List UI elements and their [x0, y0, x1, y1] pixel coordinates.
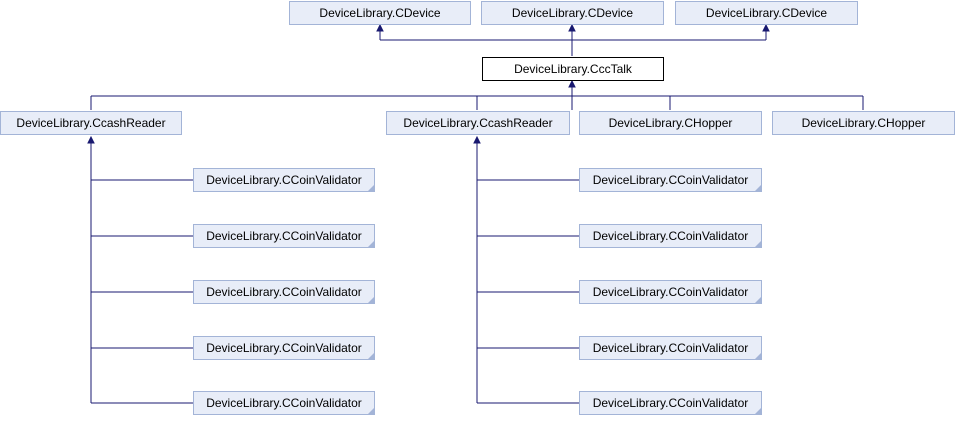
class-node-label: DeviceLibrary.CHopper [608, 116, 733, 130]
arrowhead-ccashreader-2 [473, 135, 481, 144]
class-node-ccashreader[interactable]: DeviceLibrary.CcashReader [0, 111, 182, 135]
class-node-ccoinvalidator[interactable]: DeviceLibrary.CCoinValidator [579, 336, 762, 360]
folded-corner-icon [368, 408, 374, 414]
folded-corner-icon [755, 408, 761, 414]
folded-corner-icon [368, 353, 374, 359]
class-node-label: DeviceLibrary.CcashReader [16, 116, 166, 130]
arrowhead-cdevice-3 [762, 23, 770, 32]
class-node-label: DeviceLibrary.CCoinValidator [206, 285, 362, 299]
class-node-ccoinvalidator[interactable]: DeviceLibrary.CCoinValidator [193, 168, 375, 192]
class-node-chopper[interactable]: DeviceLibrary.CHopper [772, 111, 955, 135]
class-node-label: DeviceLibrary.CCoinValidator [592, 396, 749, 410]
class-node-ccctalk-current: DeviceLibrary.CccTalk [482, 57, 664, 81]
folded-corner-icon [755, 297, 761, 303]
folded-corner-icon [368, 185, 374, 191]
class-node-label: DeviceLibrary.CCoinValidator [592, 341, 749, 355]
class-node-cdevice[interactable]: DeviceLibrary.CDevice [289, 1, 471, 25]
arrowhead-cdevice-1 [376, 23, 384, 32]
class-node-label: DeviceLibrary.CCoinValidator [206, 173, 362, 187]
class-node-label: DeviceLibrary.CccTalk [514, 62, 632, 76]
class-node-ccoinvalidator[interactable]: DeviceLibrary.CCoinValidator [579, 168, 762, 192]
class-node-cdevice[interactable]: DeviceLibrary.CDevice [675, 1, 858, 25]
class-node-label: DeviceLibrary.CcashReader [403, 116, 553, 130]
class-node-label: DeviceLibrary.CCoinValidator [592, 285, 749, 299]
class-node-label: DeviceLibrary.CDevice [705, 6, 828, 20]
folded-corner-icon [368, 241, 374, 247]
class-node-ccoinvalidator[interactable]: DeviceLibrary.CCoinValidator [193, 224, 375, 248]
class-node-label: DeviceLibrary.CHopper [801, 116, 926, 130]
class-node-label: DeviceLibrary.CCoinValidator [206, 341, 362, 355]
class-node-label: DeviceLibrary.CCoinValidator [592, 229, 749, 243]
arrowhead-ccashreader-1 [87, 135, 95, 144]
class-node-ccoinvalidator[interactable]: DeviceLibrary.CCoinValidator [193, 391, 375, 415]
folded-corner-icon [755, 353, 761, 359]
class-node-ccashreader[interactable]: DeviceLibrary.CcashReader [386, 111, 570, 135]
class-node-ccoinvalidator[interactable]: DeviceLibrary.CCoinValidator [579, 224, 762, 248]
class-node-ccoinvalidator[interactable]: DeviceLibrary.CCoinValidator [579, 391, 762, 415]
class-node-label: DeviceLibrary.CCoinValidator [206, 229, 362, 243]
arrowhead-ccctalk [568, 79, 576, 88]
class-node-label: DeviceLibrary.CCoinValidator [206, 396, 362, 410]
class-node-label: DeviceLibrary.CDevice [319, 6, 441, 20]
class-node-chopper[interactable]: DeviceLibrary.CHopper [579, 111, 762, 135]
folded-corner-icon [755, 185, 761, 191]
class-node-ccoinvalidator[interactable]: DeviceLibrary.CCoinValidator [193, 336, 375, 360]
arrowhead-cdevice-2 [568, 23, 576, 32]
class-node-ccoinvalidator[interactable]: DeviceLibrary.CCoinValidator [579, 280, 762, 304]
folded-corner-icon [755, 241, 761, 247]
class-node-label: DeviceLibrary.CCoinValidator [592, 173, 749, 187]
class-node-ccoinvalidator[interactable]: DeviceLibrary.CCoinValidator [193, 280, 375, 304]
folded-corner-icon [368, 297, 374, 303]
class-node-label: DeviceLibrary.CDevice [511, 6, 634, 20]
class-node-cdevice[interactable]: DeviceLibrary.CDevice [481, 1, 664, 25]
